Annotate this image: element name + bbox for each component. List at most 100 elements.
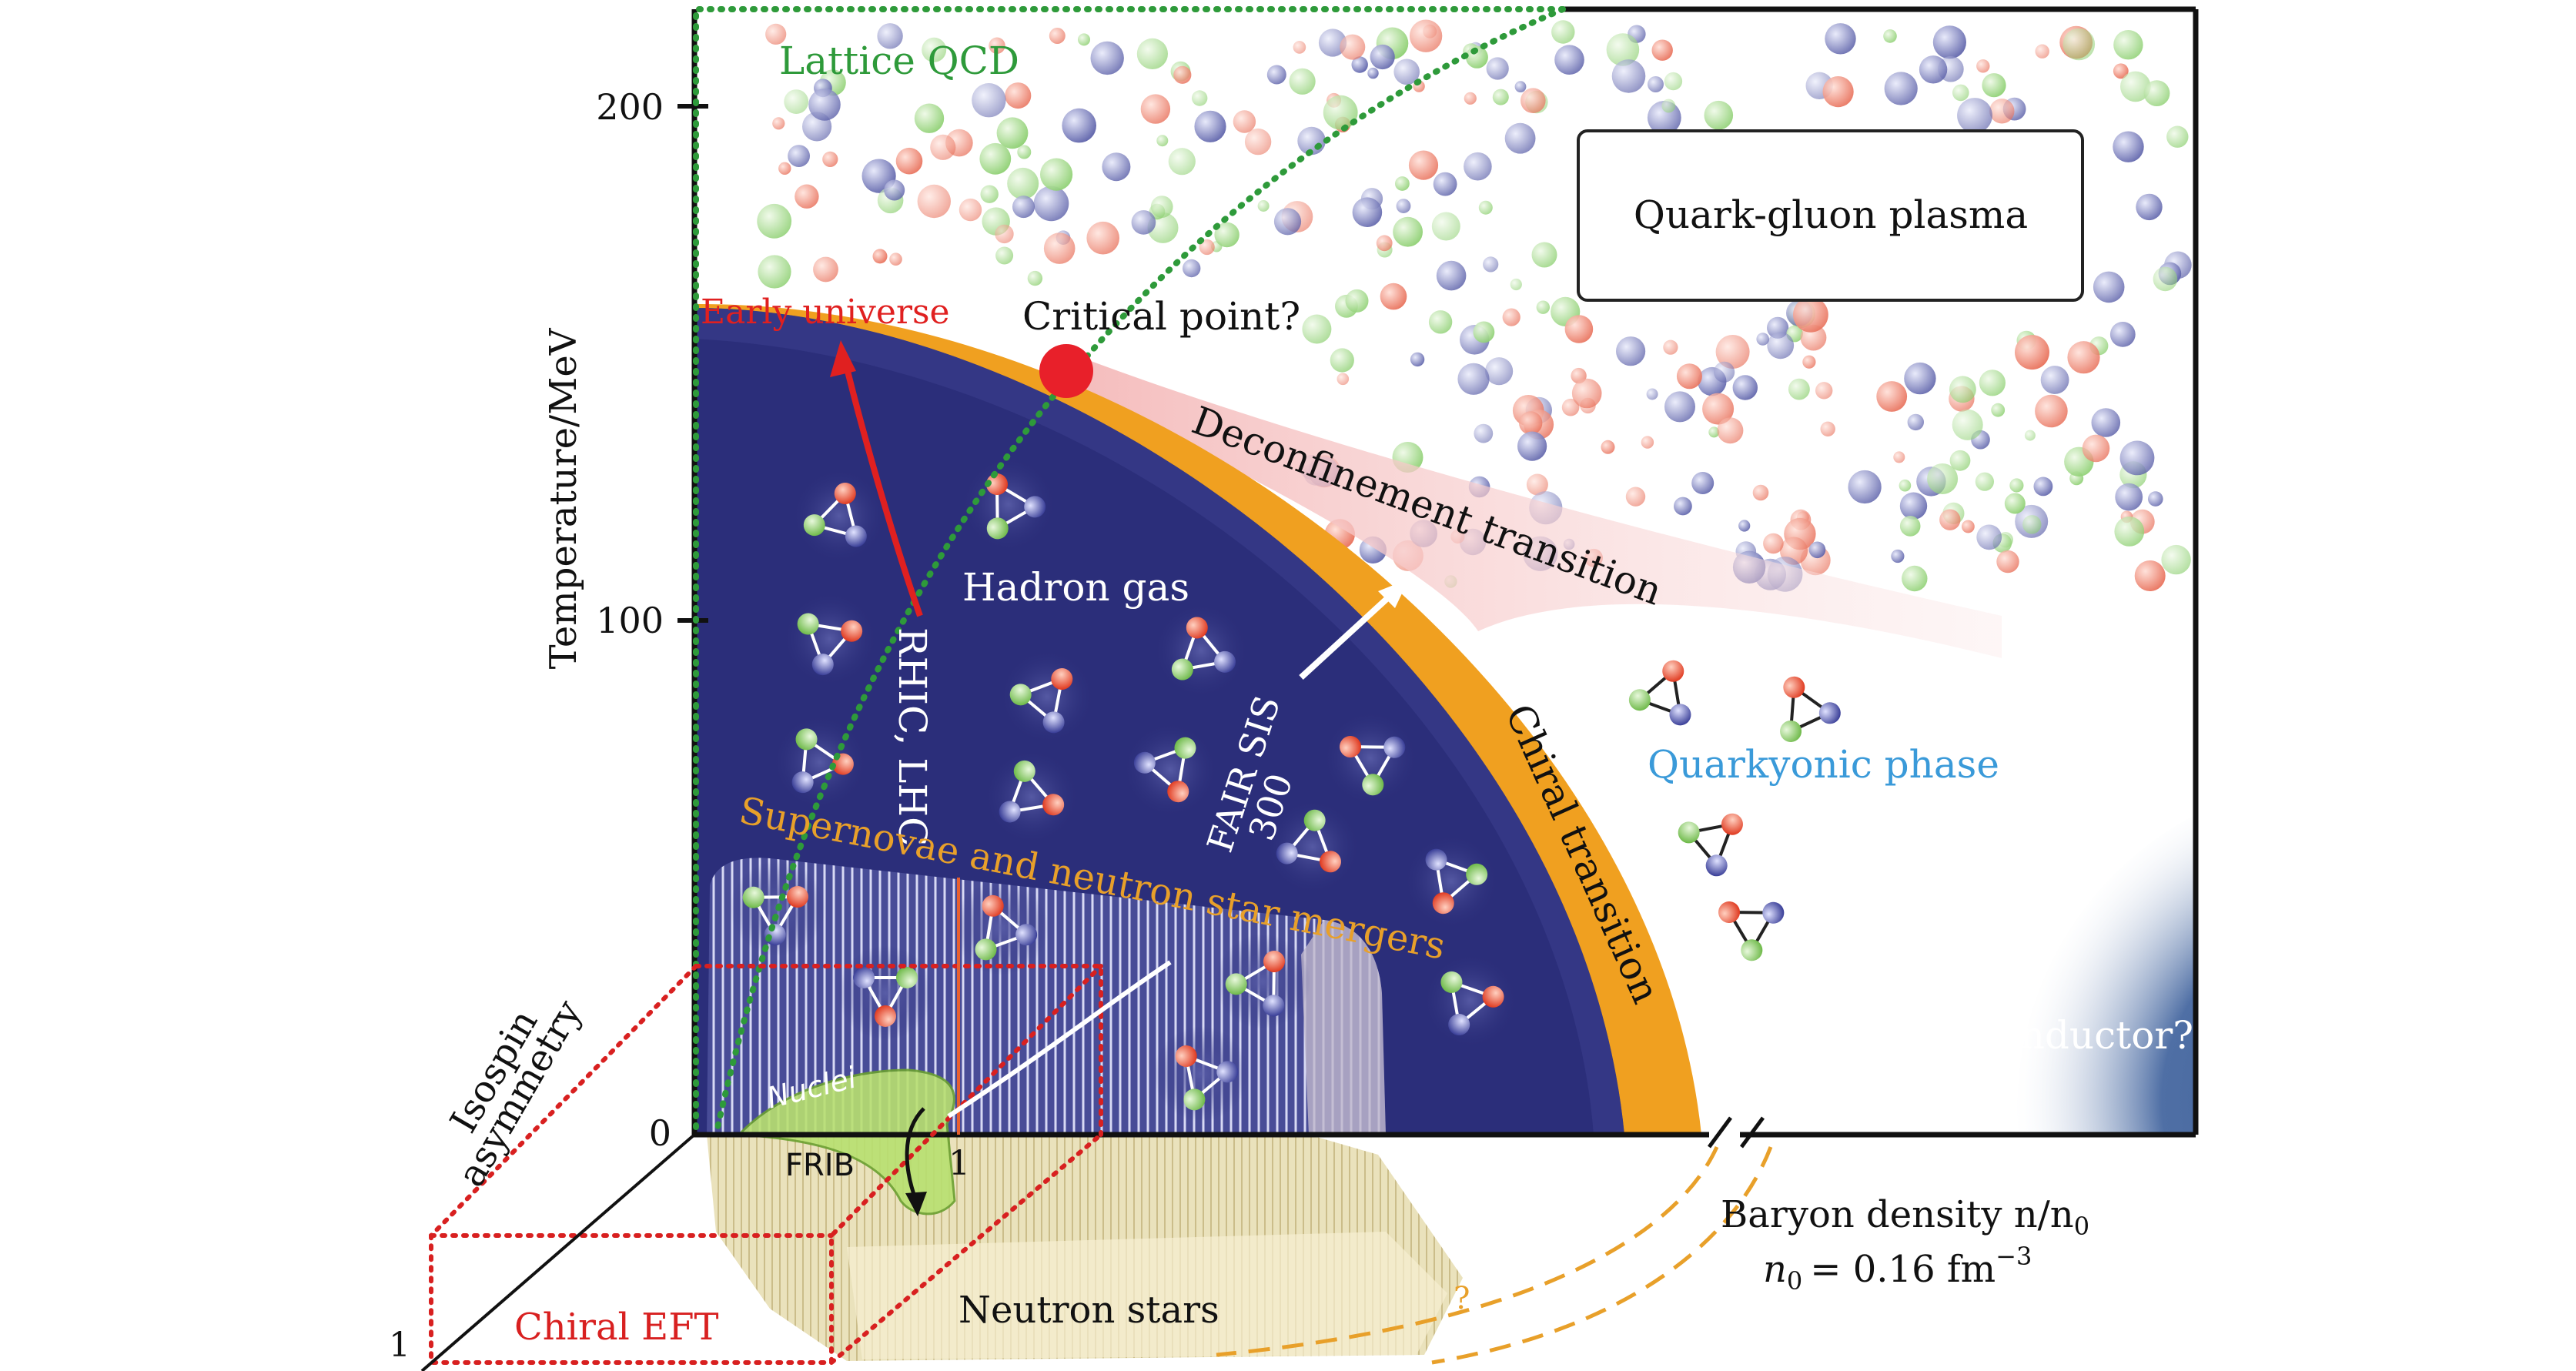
baryon-triplet	[1718, 901, 1785, 961]
quark-particle	[1899, 492, 1928, 520]
quark-particle	[972, 83, 1006, 118]
quark-particle	[2114, 517, 2145, 547]
quark-particle	[1606, 33, 1640, 66]
quark-particle	[1949, 450, 1971, 471]
quark-particle	[2035, 44, 2049, 59]
quark-particle	[1674, 497, 1692, 516]
quark-particle	[1340, 34, 1366, 60]
quark-particle	[914, 103, 945, 133]
quark-particle	[1330, 348, 1354, 373]
baryon-triplet	[1265, 799, 1360, 894]
quark-particle	[1663, 339, 1678, 355]
baryon-triplet	[961, 456, 1056, 552]
quark-particle	[2093, 271, 2125, 303]
quark-particle	[1822, 76, 1854, 108]
baryon-triplet	[953, 880, 1049, 975]
quark-particle	[1702, 393, 1735, 425]
quark-particle	[1611, 59, 1646, 93]
baryon-triplet	[1215, 934, 1310, 1029]
quark-particle	[1370, 44, 1395, 70]
quark-particle	[895, 147, 923, 175]
quark-particle	[2119, 440, 2155, 476]
quark-particle	[1040, 158, 1073, 191]
quark-particle	[1952, 84, 1969, 102]
quark-particle	[1504, 122, 1536, 154]
quark-particle	[1715, 335, 1750, 369]
quark-particle	[1150, 196, 1173, 218]
quark-particle	[2161, 544, 2191, 575]
quark-particle	[2024, 430, 2036, 441]
quark-particle	[1485, 357, 1514, 386]
quark-particle	[1486, 57, 1509, 80]
quark-particle	[1005, 82, 1032, 109]
isospin-axis	[420, 1133, 696, 1371]
quark-particle	[2033, 477, 2053, 497]
quark-particle	[1464, 152, 1492, 181]
quark-particle	[1763, 533, 1784, 554]
quark-particle	[1393, 59, 1420, 85]
question-mark-label: ?	[1454, 1281, 1470, 1316]
quark-particle	[995, 224, 1014, 244]
quarkyonic-label: Quarkyonic phase	[1648, 742, 1999, 787]
quark-particle	[1017, 145, 1032, 159]
lattice-qcd-label: Lattice QCD	[779, 38, 1019, 83]
quark-particle	[1676, 363, 1702, 390]
quark-particle	[1043, 232, 1076, 264]
quark-particle	[872, 249, 888, 264]
quark-particle	[2120, 71, 2151, 102]
baryon-triplet	[791, 468, 887, 563]
quark-particle	[1492, 89, 1509, 105]
quark-particle	[1664, 391, 1695, 423]
quark-particle	[1793, 296, 1828, 333]
quark-particle	[2148, 491, 2163, 507]
quark-particle	[1767, 332, 1795, 359]
quark-particle	[822, 151, 838, 167]
quark-particle	[2113, 30, 2143, 60]
quark-particle	[2067, 341, 2100, 374]
quark-particle	[1564, 315, 1594, 343]
rhic-lhc-label: RHIC, LHC	[890, 627, 935, 846]
baryon-triplet	[1153, 1026, 1249, 1122]
quark-particle	[1949, 376, 1976, 403]
quark-particle	[1514, 81, 1527, 92]
quark-particle	[1691, 472, 1715, 494]
quark-particle	[2015, 335, 2049, 370]
quarkyonic-triplets	[1628, 660, 1841, 961]
quark-particle	[1457, 363, 1490, 395]
quark-particle	[2115, 483, 2143, 511]
quark-particle	[989, 37, 1005, 54]
quark-particle	[2166, 125, 2189, 148]
quark-particle	[1345, 289, 1369, 313]
critical-point-label: Critical point?	[1022, 294, 1300, 339]
quark-particle	[1289, 68, 1316, 95]
quark-particle	[877, 23, 903, 49]
quark-particle	[1808, 541, 1826, 559]
quark-particle	[1561, 398, 1580, 416]
color-superconductor-region	[2017, 814, 2196, 1135]
quark-particle	[778, 162, 791, 175]
quark-particle	[2153, 266, 2178, 292]
baryon-triplet	[999, 649, 1095, 744]
quark-particle	[1433, 172, 1457, 196]
quark-particle	[1410, 352, 1425, 367]
baryon-triplet	[1403, 834, 1499, 929]
y-tick-200: 200	[596, 86, 664, 128]
quark-particle	[1907, 413, 1924, 431]
qgp-label-box	[1577, 129, 2084, 302]
quark-particle	[1927, 463, 1959, 494]
quark-particle	[1478, 200, 1493, 215]
quark-particle	[980, 185, 999, 203]
quark-particle	[1991, 403, 2006, 417]
quark-particle	[1554, 45, 1584, 75]
quark-particle	[788, 145, 810, 168]
quark-particle	[1090, 41, 1124, 75]
quark-particle	[765, 23, 787, 45]
quark-particle	[1173, 65, 1192, 84]
y-axis-label: Temperature/MeV	[542, 327, 585, 669]
quark-particle	[1192, 90, 1208, 106]
quark-particle	[1302, 314, 1332, 344]
x-axis-label-line2: n0= 0.16 fm−3	[1763, 1242, 2032, 1296]
quark-particle	[2035, 394, 2068, 428]
quark-particle	[1257, 200, 1270, 212]
quark-particle	[1393, 216, 1423, 247]
